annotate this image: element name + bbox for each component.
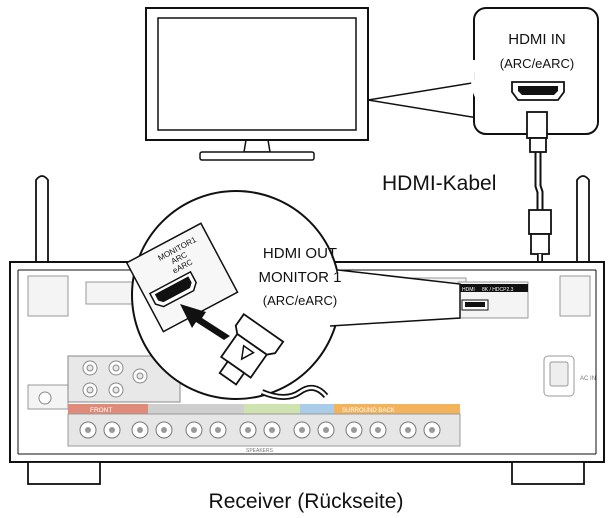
speakers-label: SPEAKERS (246, 448, 274, 454)
receiver-callout-line3: (ARC/eARC) (263, 293, 337, 308)
receiver-callout-line2: MONITOR 1 (258, 269, 341, 286)
cable-label: HDMI-Kabel (382, 172, 496, 195)
tv-callout-connector (367, 81, 479, 119)
hdmi-strip-text: HDMI (462, 287, 475, 293)
hdmi-port-icon (511, 81, 565, 101)
surround-back-band (334, 404, 460, 414)
receiver-feet (27, 461, 585, 485)
tv-callout-line2: (ARC/eARC) (500, 56, 574, 71)
hdmi-spec-text: 8K / HDCP2.3 (482, 287, 514, 293)
tv-hdmi-in-callout: HDMI IN (ARC/eARC) (470, 7, 599, 135)
receiver-hdmi-out-callout: HDMI OUT MONITOR 1 (ARC/eARC) MONITOR1 A… (125, 190, 461, 400)
receiver-caption: Receiver (Rückseite) (209, 490, 404, 513)
speaker-terminals: FRONT SURROUND BACK SPEAKER (67, 404, 461, 454)
hdmi-plug (218, 312, 285, 386)
television (145, 7, 369, 161)
receiver-callout-line1: HDMI OUT (263, 245, 337, 262)
surround-back-label: SURROUND BACK (342, 408, 395, 414)
hdmi-strip-label (458, 284, 528, 292)
front-label: FRONT (90, 407, 112, 414)
tv-callout-line1: HDMI IN (508, 31, 566, 48)
insert-arrow (180, 304, 230, 340)
ac-in-label: AC IN (580, 376, 596, 382)
